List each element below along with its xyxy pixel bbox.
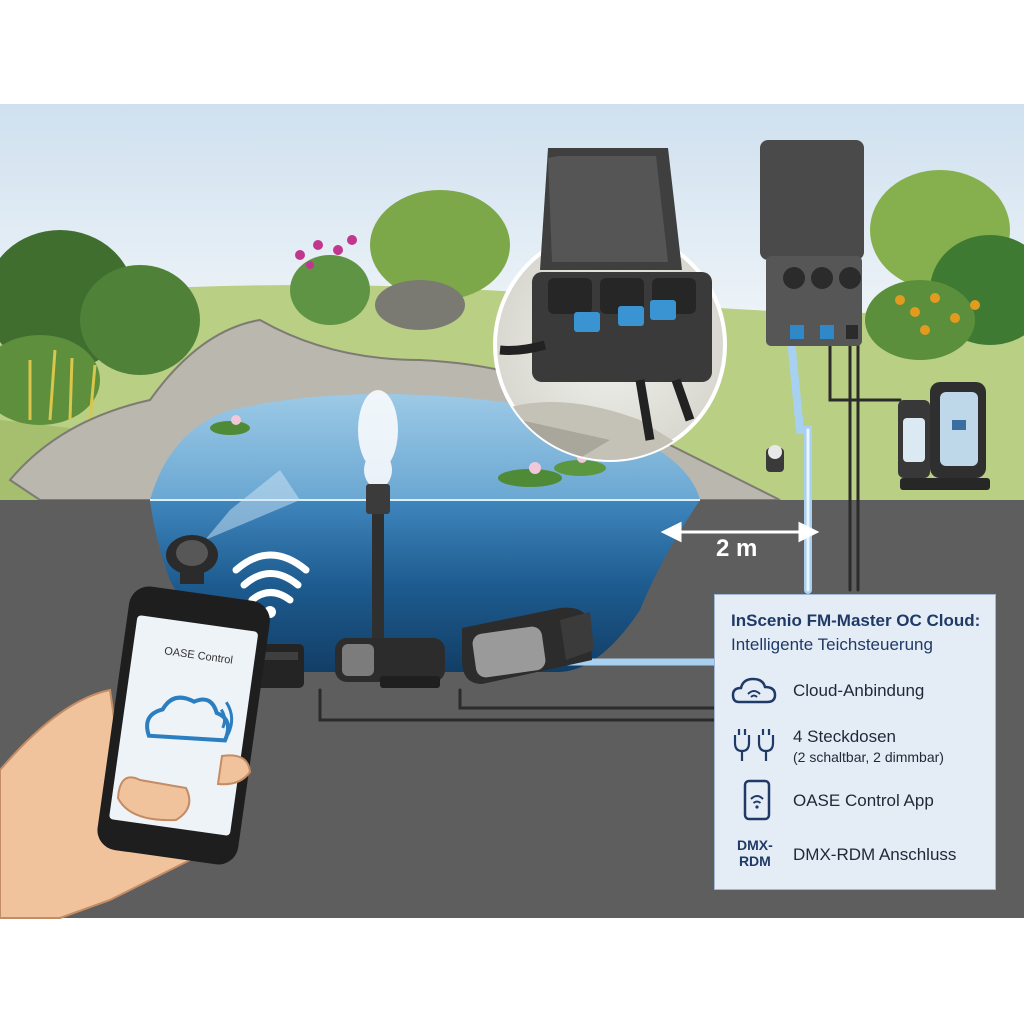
left-shrubs	[0, 230, 200, 425]
garden-spotlight	[766, 445, 784, 472]
feature-sockets-detail: (2 schaltbar, 2 dimmbar)	[793, 749, 944, 765]
fountain-spray	[358, 390, 398, 488]
feature-app: OASE Control App	[793, 791, 934, 810]
info-panel-subtitle: Intelligente Teichsteuerung	[731, 635, 933, 654]
feature-dmx: DMX-RDM Anschluss	[793, 845, 957, 864]
pressure-filter	[898, 382, 990, 490]
feature-sockets: 4 Steckdosen	[793, 727, 897, 746]
feature-cloud: Cloud-Anbindung	[793, 681, 925, 700]
power-plug-icon	[733, 729, 775, 761]
underwater-spotlight	[166, 470, 300, 584]
cloud-wifi-icon	[731, 677, 777, 704]
fm-master-wall-unit	[760, 140, 864, 346]
filter-pump	[462, 607, 594, 684]
hand-with-phone	[0, 586, 270, 919]
back-shrubs	[290, 190, 510, 330]
lily-pads	[210, 415, 606, 487]
distance-label: 2 m	[716, 535, 758, 562]
distance-arrow	[660, 521, 820, 543]
dmx-rdm-text-icon: DMX-RDM	[737, 837, 773, 869]
info-panel: InScenio FM-Master OC Cloud: Intelligent…	[714, 594, 996, 890]
smartphone-wifi-icon	[743, 779, 771, 821]
right-shrubs	[865, 170, 1024, 360]
info-panel-title: InScenio FM-Master OC Cloud:	[731, 611, 981, 630]
fountain-pump	[335, 484, 445, 688]
